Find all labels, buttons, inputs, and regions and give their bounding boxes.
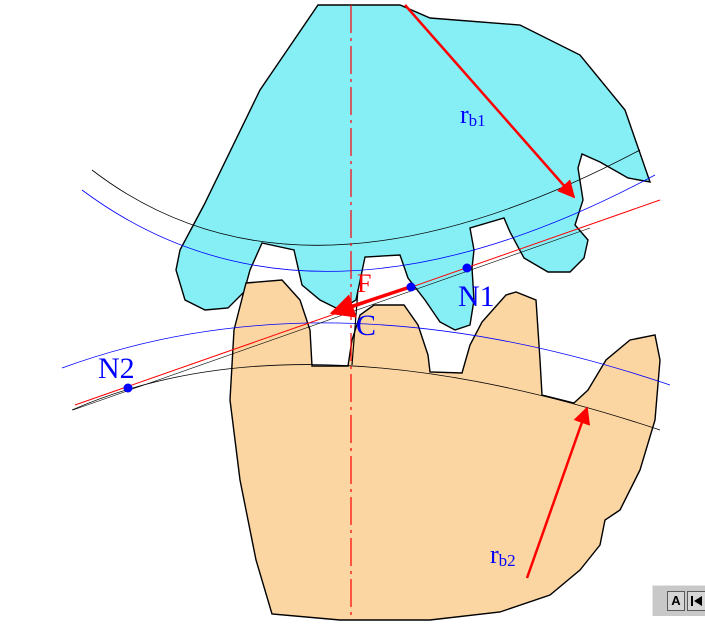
point-n2 xyxy=(123,383,133,393)
base-circle-2 xyxy=(61,322,671,386)
contact-point xyxy=(406,282,416,292)
label-n1: N1 xyxy=(458,280,495,313)
driven-gear xyxy=(229,279,661,621)
pitch-circle-2 xyxy=(71,364,661,431)
pitch-circle-1 xyxy=(91,149,641,246)
force-arrow xyxy=(329,285,411,318)
base-circle-1 xyxy=(81,174,656,272)
label-n2: N2 xyxy=(98,352,135,385)
prev-icon xyxy=(691,596,702,606)
driving-gear xyxy=(175,4,652,331)
line-of-action-shadow xyxy=(72,227,591,411)
label-rb2: rb2 xyxy=(490,540,516,570)
label-f: F xyxy=(357,269,371,298)
prev-button[interactable] xyxy=(687,591,705,611)
label-rb1: rb1 xyxy=(460,100,486,130)
text-toggle-button[interactable]: A xyxy=(667,591,685,611)
contact-profile xyxy=(351,289,359,366)
rb2-arrow xyxy=(525,406,591,579)
player-toolbar: A xyxy=(652,585,705,616)
label-c: C xyxy=(356,309,376,342)
rb1-arrow xyxy=(404,4,576,199)
point-n1 xyxy=(462,263,472,273)
